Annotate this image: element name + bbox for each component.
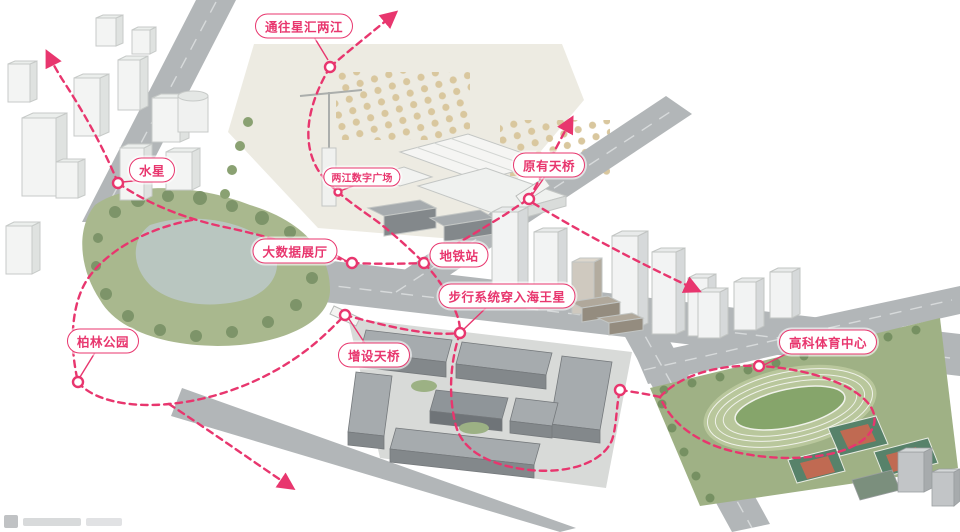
annotation-added-footbridge: 增设天桥 bbox=[337, 342, 411, 368]
annotation-liangjiang-plaza: 两江数字广场 bbox=[323, 167, 401, 187]
annotation-berlin-park: 柏林公园 bbox=[66, 328, 140, 354]
route-nodes bbox=[71, 60, 766, 397]
sports-buildings bbox=[851, 447, 960, 507]
node-xinghui bbox=[323, 60, 337, 74]
node-existing-footbridge bbox=[522, 192, 536, 206]
cylinder-building bbox=[177, 90, 209, 133]
node-sports-center bbox=[752, 359, 766, 373]
annotation-gaoke-sports-center: 高科体育中心 bbox=[778, 329, 878, 355]
node-bigdata-hall bbox=[345, 256, 359, 270]
east-midrise-buildings bbox=[697, 267, 801, 339]
annotation-existing-footbridge: 原有天桥 bbox=[512, 152, 586, 178]
node-berlin-park bbox=[71, 375, 85, 389]
exhibition-halls bbox=[299, 89, 568, 243]
annotation-connectors bbox=[79, 36, 791, 378]
annotation-metro-station: 地铁站 bbox=[429, 242, 489, 268]
berlin-park bbox=[82, 117, 331, 346]
node-added-footbridge bbox=[338, 308, 352, 322]
annotation-walk-system-neptune: 步行系统穿入海王星 bbox=[438, 283, 576, 309]
node-campus-east bbox=[613, 383, 627, 397]
node-walk-system bbox=[453, 326, 467, 340]
node-plaza bbox=[333, 187, 343, 197]
node-metro-station bbox=[417, 256, 431, 270]
watermark bbox=[4, 515, 122, 528]
street-trees bbox=[220, 117, 253, 199]
annotation-mercury-building: 水星 bbox=[128, 157, 176, 183]
orchard-grid bbox=[336, 72, 470, 140]
node-mercury bbox=[111, 176, 125, 190]
annotation-to-xinghui-liangjiang: 通往星汇两江 bbox=[254, 13, 354, 39]
sports-center bbox=[650, 318, 960, 507]
park-pond bbox=[135, 218, 277, 305]
annotation-bigdata-hall: 大数据展厅 bbox=[252, 238, 338, 264]
